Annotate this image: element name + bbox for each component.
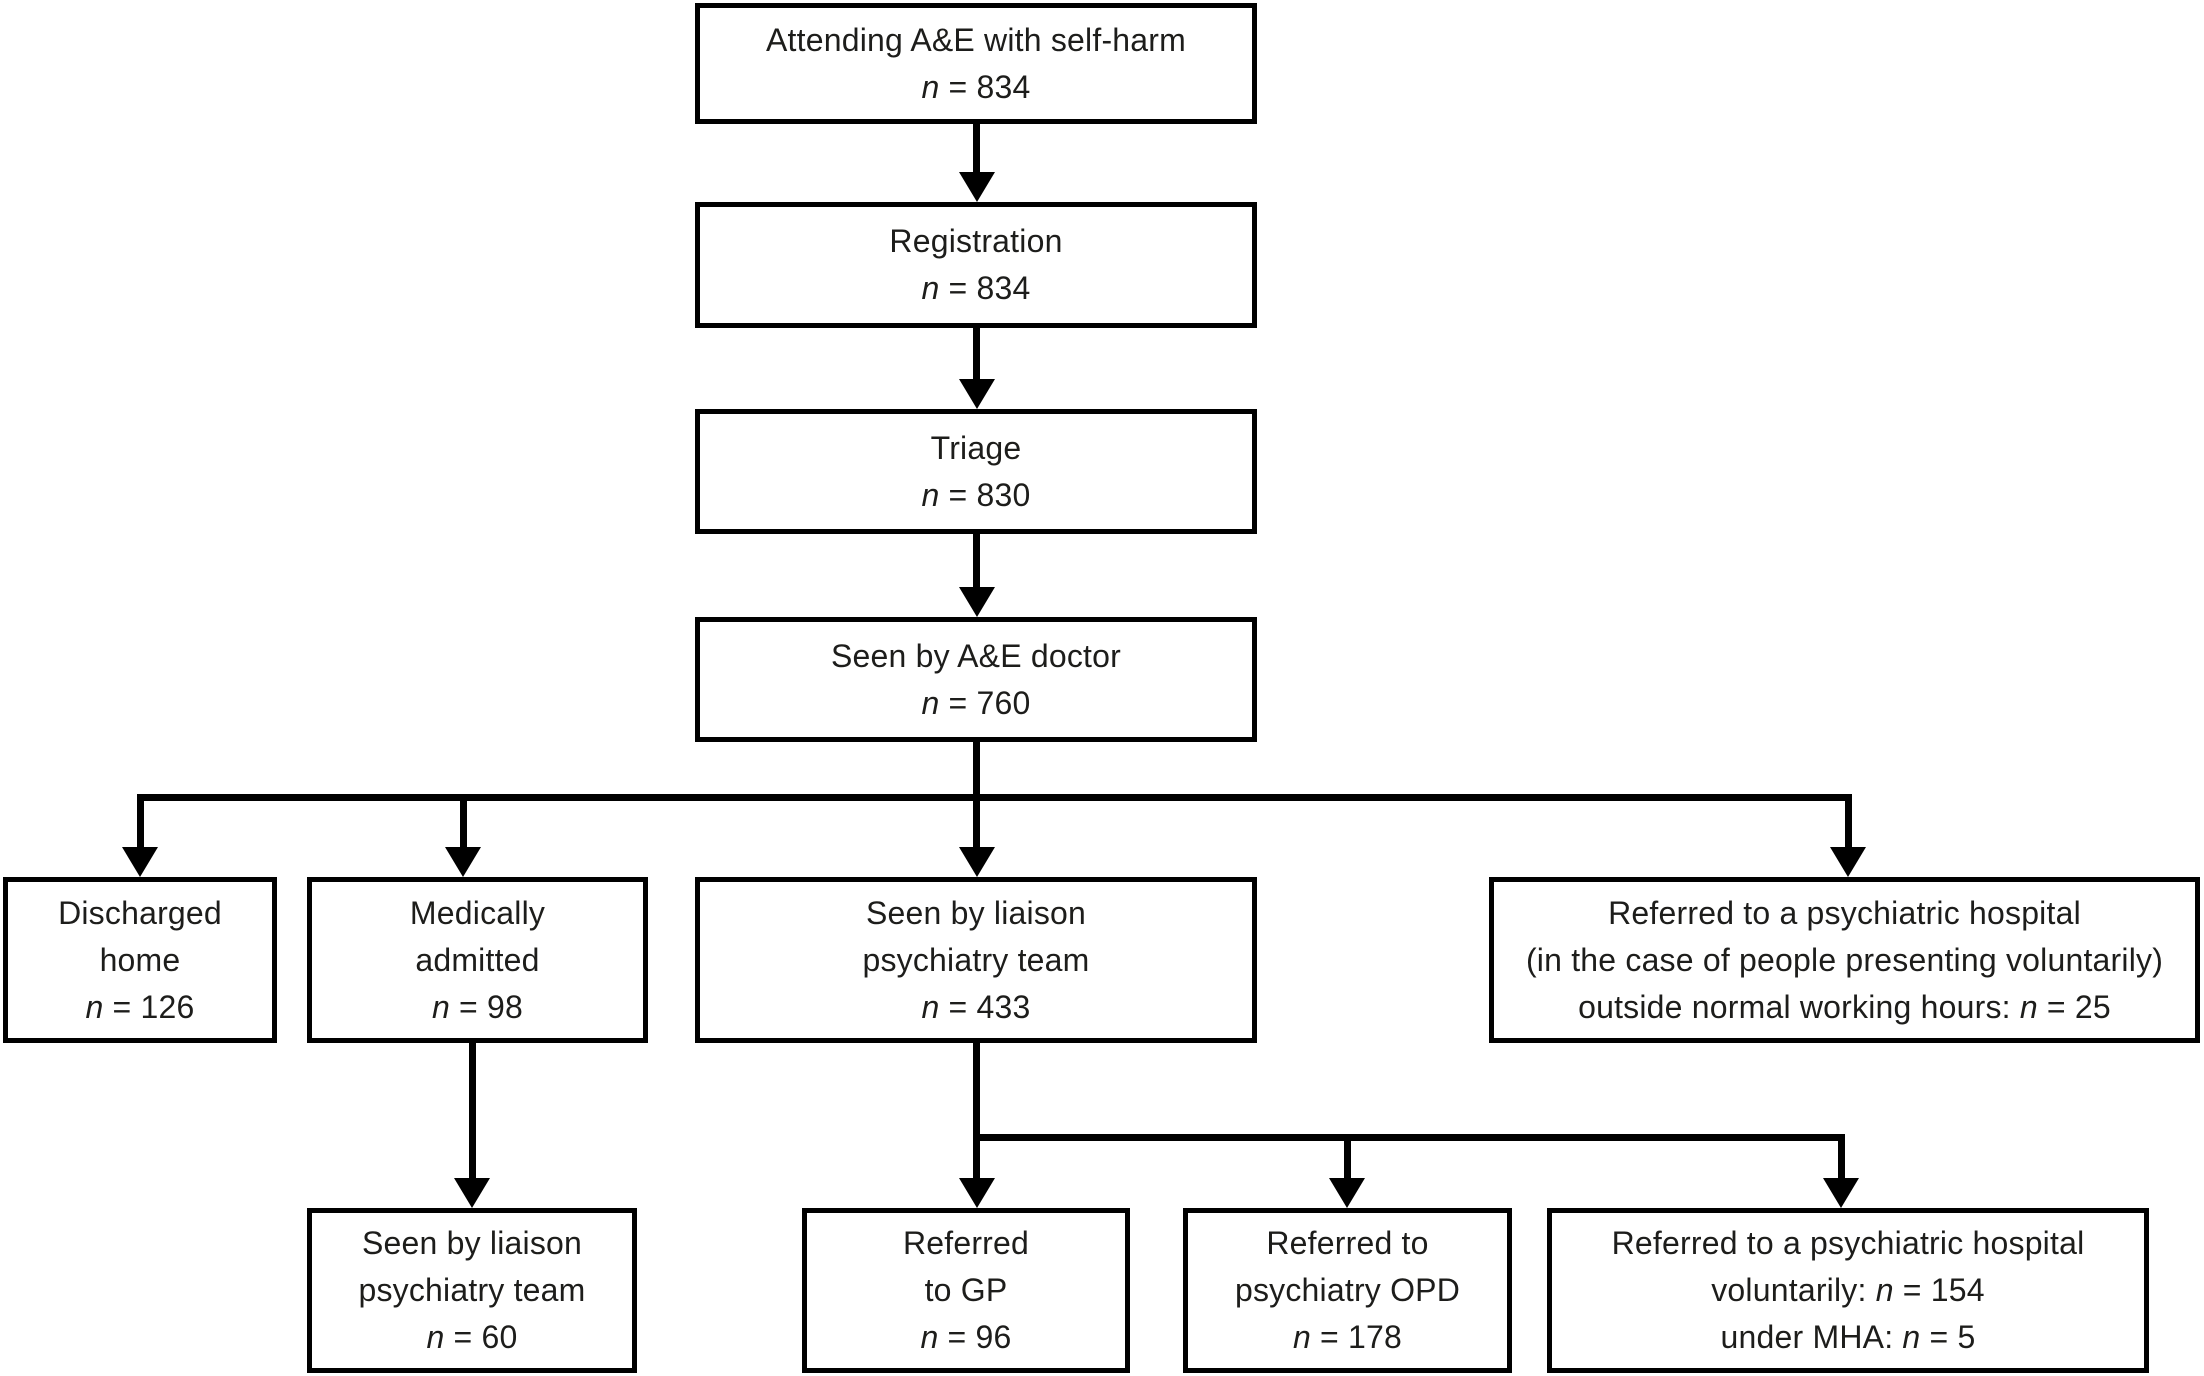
node-label: Seen by liaison: [865, 894, 1087, 931]
node-count: n = 834: [921, 265, 1030, 312]
branch-rail-lower: [973, 1134, 1845, 1141]
node-discharged-home: Discharged home n = 126: [3, 877, 277, 1043]
arrow-down-icon: [454, 1178, 490, 1208]
n-value: = 96: [938, 1319, 1012, 1355]
n-value: = 154: [1893, 1272, 1985, 1308]
n-symbol: n: [921, 476, 940, 513]
node-label: Medically: [409, 894, 546, 931]
n-symbol: n: [921, 68, 940, 105]
node-label: Referred to a psychiatric hospital: [1611, 1225, 2085, 1261]
arrow-down-icon: [1823, 1178, 1859, 1208]
node-label: Attending A&E with self-harm: [765, 21, 1187, 58]
node-label: (in the case of people presenting volunt…: [1525, 941, 2164, 978]
connector-to-psych-hosp2: [1838, 1134, 1845, 1184]
node-triage: Triage n = 830: [695, 409, 1257, 534]
node-count: voluntarily: n = 154: [1711, 1267, 1985, 1314]
n-value: = 25: [2037, 988, 2111, 1025]
arrow-down-icon: [445, 847, 481, 877]
n-symbol: n: [85, 988, 104, 1025]
arrow-down-icon: [959, 1178, 995, 1208]
node-attending-ae: Attending A&E with self-harm n = 834: [695, 3, 1257, 124]
node-count: n = 830: [921, 472, 1030, 519]
node-label: Registration: [889, 223, 1063, 259]
n-value: = 834: [939, 68, 1031, 105]
node-seen-by-liaison-psychiatry-admitted: Seen by liaison psychiatry team n = 60: [307, 1208, 637, 1373]
n-symbol: n: [2019, 988, 2038, 1025]
node-label: to GP: [924, 1272, 1008, 1308]
n-value: = 178: [1310, 1319, 1403, 1355]
node-label: psychiatry OPD: [1234, 1272, 1461, 1308]
connector-to-psych-hosp: [1845, 794, 1852, 851]
node-label: admitted: [415, 941, 540, 978]
n-symbol: n: [1902, 1319, 1921, 1355]
node-seen-by-ae-doctor: Seen by A&E doctor n = 760: [695, 617, 1257, 742]
node-label: Triage: [930, 429, 1022, 466]
arrow-down-icon: [959, 172, 995, 202]
n-value: = 834: [939, 270, 1031, 306]
n-value: = 433: [939, 988, 1031, 1025]
n-symbol: n: [921, 988, 940, 1025]
node-referred-psychiatric-hospital-ooh: Referred to a psychiatric hospital (in t…: [1489, 877, 2200, 1043]
branch-rail-upper: [137, 794, 1852, 801]
node-registration: Registration n = 834: [695, 202, 1257, 328]
connector-attending-registration: [973, 124, 980, 174]
arrow-down-icon: [959, 587, 995, 617]
node-label: Referred to: [1266, 1225, 1429, 1261]
n-symbol: n: [426, 1319, 445, 1355]
arrow-down-icon: [1329, 1178, 1365, 1208]
node-medically-admitted: Medically admitted n = 98: [307, 877, 648, 1043]
node-count: n = 126: [85, 984, 194, 1031]
n-symbol: n: [1875, 1272, 1894, 1308]
node-label: Seen by A&E doctor: [830, 637, 1121, 674]
n-value: = 830: [939, 476, 1031, 513]
node-count: outside normal working hours: n = 25: [1578, 984, 2111, 1031]
n-symbol: n: [921, 684, 940, 721]
node-label: Referred: [902, 1225, 1030, 1261]
arrow-down-icon: [1830, 847, 1866, 877]
n-symbol: n: [921, 270, 940, 306]
connector-triage-seen-ae: [973, 534, 980, 589]
arrow-down-icon: [959, 847, 995, 877]
node-label: Seen by liaison: [361, 1225, 583, 1261]
connector-liaison-gp: [973, 1043, 980, 1180]
connector-to-discharged: [137, 794, 144, 849]
node-referred-psychiatry-opd: Referred to psychiatry OPD n = 178: [1183, 1208, 1512, 1373]
node-label: psychiatry team: [862, 941, 1090, 978]
node-count: n = 433: [921, 984, 1030, 1031]
connector-to-opd: [1344, 1134, 1351, 1182]
n-value: = 760: [939, 684, 1031, 721]
node-label: Referred to a psychiatric hospital: [1608, 894, 2081, 931]
n-value: = 60: [444, 1319, 518, 1355]
arrow-down-icon: [122, 847, 158, 877]
node-count: n = 96: [920, 1314, 1011, 1361]
node-count: n = 98: [432, 984, 523, 1031]
node-count: under MHA: n = 5: [1721, 1314, 1976, 1361]
connector-registration-triage: [973, 328, 980, 381]
node-label: under MHA:: [1720, 1319, 1903, 1355]
node-label: psychiatry team: [358, 1272, 586, 1308]
n-symbol: n: [920, 1319, 939, 1355]
node-count: n = 178: [1293, 1314, 1402, 1361]
n-value: = 5: [1920, 1319, 1976, 1355]
node-label: voluntarily:: [1711, 1272, 1876, 1308]
node-seen-by-liaison-psychiatry: Seen by liaison psychiatry team n = 433: [695, 877, 1257, 1043]
node-label: Discharged: [58, 894, 222, 931]
n-symbol: n: [1292, 1319, 1311, 1355]
node-count: n = 60: [426, 1314, 517, 1361]
connector-to-admitted: [460, 794, 467, 849]
node-count: n = 834: [921, 64, 1030, 111]
connector-admitted-liaison60: [469, 1043, 476, 1180]
n-value: = 126: [103, 988, 195, 1025]
node-count: n = 760: [921, 680, 1030, 727]
n-value: = 98: [449, 988, 524, 1025]
node-label: outside normal working hours:: [1578, 988, 2020, 1025]
node-referred-to-gp: Referred to GP n = 96: [802, 1208, 1130, 1373]
node-referred-psychiatric-hospital: Referred to a psychiatric hospital volun…: [1547, 1208, 2149, 1373]
arrow-down-icon: [959, 379, 995, 409]
node-label: home: [99, 941, 181, 978]
n-symbol: n: [431, 988, 450, 1025]
